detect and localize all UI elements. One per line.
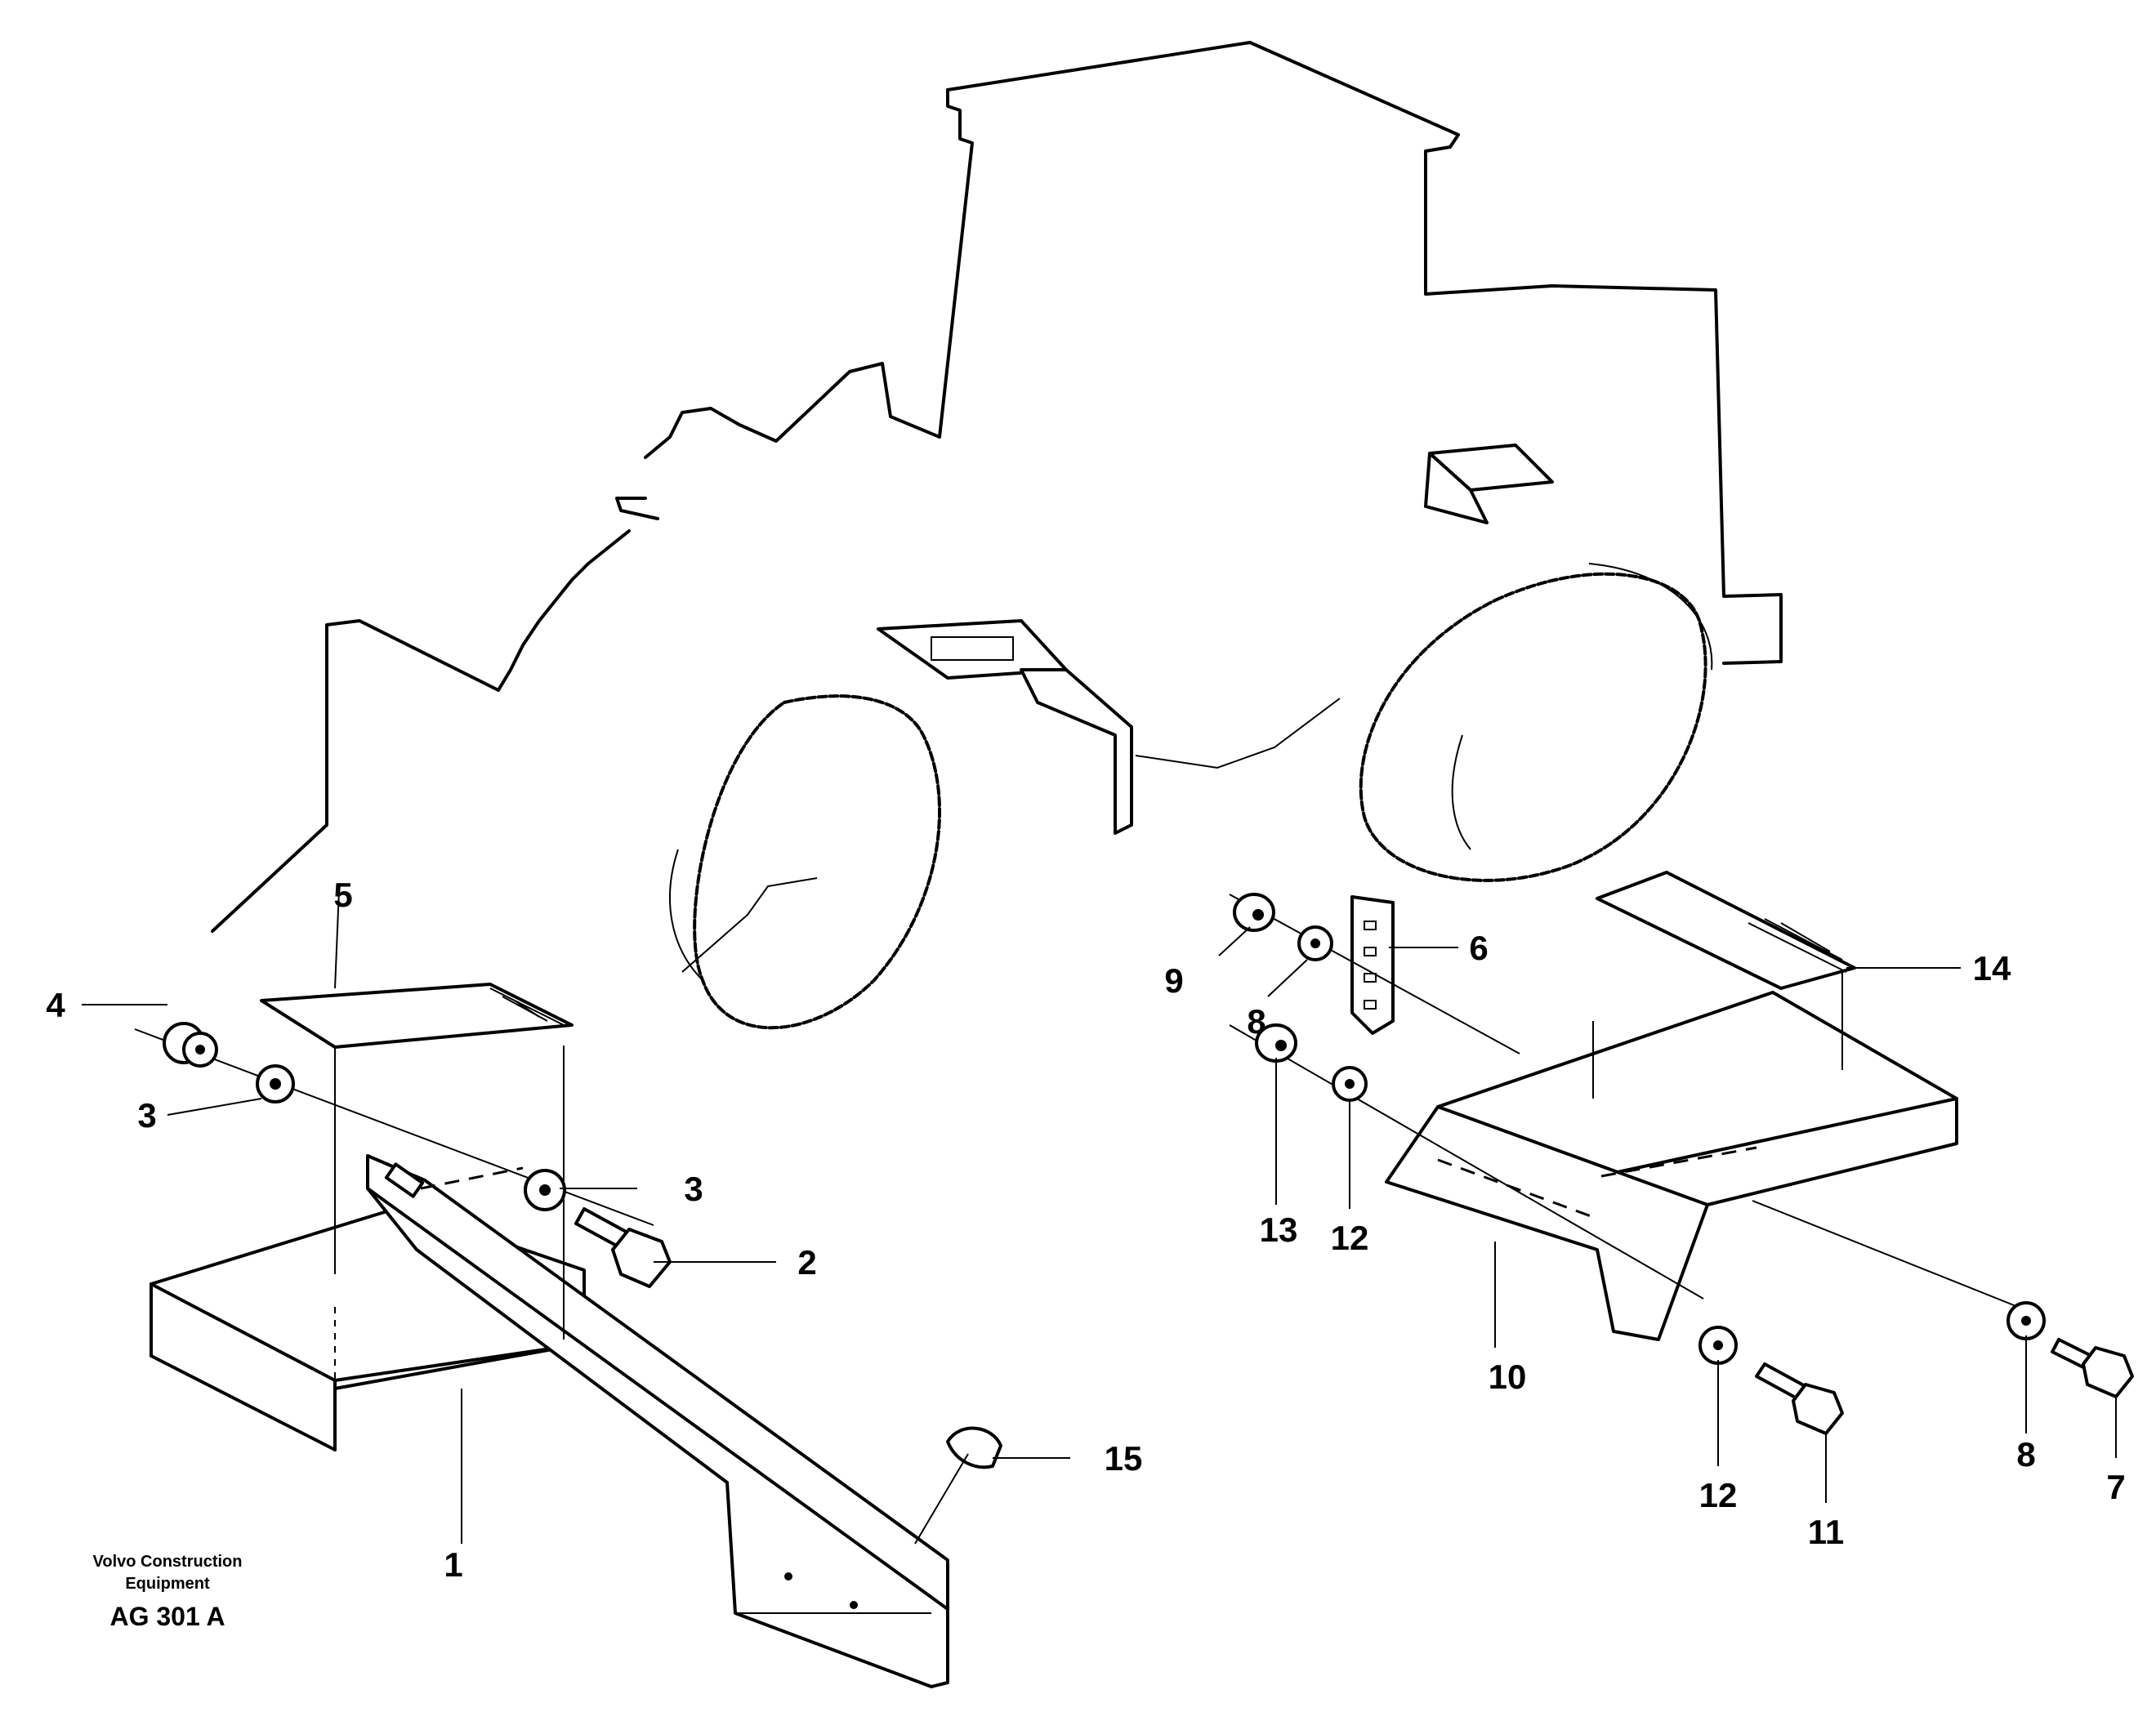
callout-8-right: 8 (2016, 1435, 2035, 1473)
callout-3-left: 3 (137, 1096, 156, 1135)
callout-12-left: 12 (1331, 1219, 1369, 1257)
anti-slip-pad-part-14 (1596, 871, 1856, 990)
callout-15: 15 (1105, 1439, 1143, 1478)
callout-9: 9 (1164, 961, 1183, 1000)
callout-8-top: 8 (1247, 1002, 1265, 1041)
callout-13: 13 (1260, 1210, 1298, 1249)
callout-6: 6 (1469, 929, 1488, 967)
right-fasteners (1229, 893, 2134, 1435)
bracket-part-6 (1350, 895, 1395, 1035)
callout-1: 1 (444, 1545, 462, 1584)
anti-slip-pad-part-5 (260, 983, 574, 1049)
brand-line-2: Equipment (125, 1575, 210, 1593)
plug-part-15 (946, 1426, 1002, 1469)
callout-11: 11 (1808, 1513, 1844, 1551)
step-part-1 (150, 1037, 949, 1688)
callout-3-right: 3 (684, 1170, 703, 1208)
footer: Volvo Construction Equipment AG 301 A (93, 1553, 243, 1631)
drawing-code: AG 301 A (109, 1602, 225, 1631)
step-part-10 (1385, 968, 1958, 1341)
callout-2: 2 (797, 1243, 816, 1282)
callout-5: 5 (333, 876, 352, 914)
callout-labels: 1 2 3 3 4 5 6 7 8 8 9 10 11 12 12 13 14 … (46, 876, 2125, 1584)
callout-4: 4 (46, 986, 65, 1024)
callout-14: 14 (1973, 949, 2011, 988)
callout-10: 10 (1489, 1358, 1527, 1396)
callout-12-right: 12 (1699, 1476, 1738, 1514)
leader-lines (82, 889, 2117, 1545)
wheel-loader-outline (211, 41, 1783, 1030)
left-fasteners (134, 1022, 672, 1288)
brand-line-1: Volvo Construction (93, 1553, 243, 1571)
callout-7: 7 (2106, 1468, 2125, 1506)
